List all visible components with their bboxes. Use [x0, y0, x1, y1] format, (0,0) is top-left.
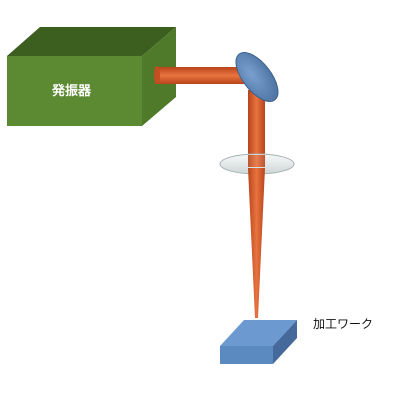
workpiece-side-face — [273, 320, 297, 364]
oscillator-front-face — [7, 56, 142, 126]
laser-beam-focus-cone — [248, 168, 265, 318]
mirror — [235, 52, 279, 102]
oscillator-label: 発振器 — [51, 83, 92, 99]
workpiece-top-face — [220, 320, 297, 346]
laser-beam-vertical — [248, 90, 265, 165]
laser-beam-horizontal — [155, 67, 251, 84]
workpiece — [220, 320, 297, 364]
beam-end-cap — [154, 66, 160, 84]
workpiece-label: 加工ワーク — [313, 317, 373, 331]
workpiece-front-face — [220, 346, 273, 364]
oscillator-box: 発振器 — [7, 27, 176, 126]
laser-beam-through-lens — [248, 155, 265, 167]
oscillator-top-face — [7, 27, 176, 56]
